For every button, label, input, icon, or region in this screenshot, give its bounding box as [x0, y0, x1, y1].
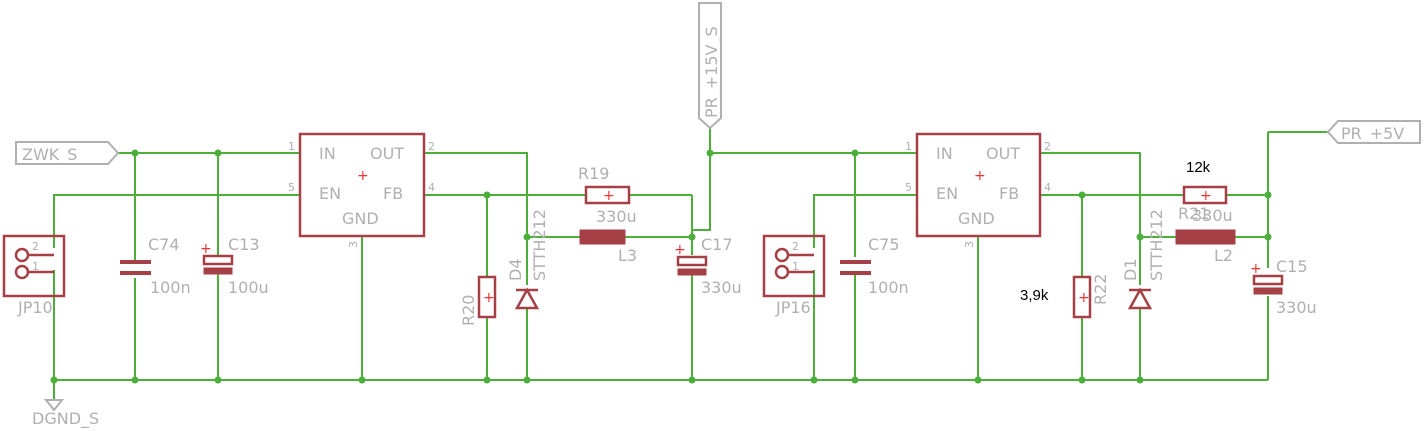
resistor-r20: + R20: [459, 275, 497, 326]
d1-label: D1: [1121, 259, 1140, 282]
reg1-pin-fb: FB: [383, 184, 403, 203]
reg2-pinnum-1: 1: [905, 140, 912, 153]
d4-label: D4: [506, 259, 525, 282]
r20-label: R20: [459, 295, 478, 326]
l3-value: 330u: [596, 207, 637, 226]
connector-jp10: 2 1 JP10: [2, 234, 66, 317]
reg1-pin-in: IN: [319, 144, 336, 163]
resistor-r22: + R22 3,9k: [1020, 274, 1110, 319]
capacitor-c17: + C17 330u: [674, 235, 742, 297]
jp10-pin1: 1: [32, 260, 39, 273]
c75-value: 100n: [868, 278, 909, 297]
capacitor-c75: C75 100n: [840, 235, 909, 297]
inductor-l3: 330u L3: [579, 207, 637, 265]
c17-value: 330u: [701, 278, 742, 297]
c17-plus-icon: +: [674, 242, 686, 258]
c75-label: C75: [868, 235, 900, 254]
reg1-pinnum-3: 3: [347, 241, 360, 248]
r21-note: 12k: [1186, 159, 1211, 176]
port-pr-5v: PR_+5V: [1326, 120, 1421, 144]
l2-value: 330u: [1192, 206, 1233, 225]
c13-value: 100u: [228, 278, 269, 297]
reg2-pin-fb: FB: [999, 184, 1019, 203]
d1-value: STTH212: [1147, 209, 1166, 281]
connector-jp16: 2 1 JP16: [762, 234, 826, 317]
c15-label: C15: [1276, 257, 1308, 276]
capacitor-c15: + C15 330u: [1250, 257, 1317, 317]
regulator-2: + IN OUT EN FB GND 1 2 5 4 3: [905, 132, 1051, 248]
c15-plus-icon: +: [1250, 261, 1262, 277]
r21-label: R21: [1178, 204, 1209, 223]
c13-plus-icon: +: [200, 241, 212, 257]
jp16-label: JP16: [775, 298, 811, 317]
reg2-pin-in: IN: [936, 144, 953, 163]
reg2-pinnum-2: 2: [1044, 140, 1051, 153]
jp16-pin1: 1: [792, 260, 799, 273]
reg1-pinnum-4: 4: [428, 181, 435, 194]
jp16-pin2: 2: [792, 240, 799, 253]
port-zwk-s-label: ZWK_S: [22, 145, 77, 165]
port-pr-15v-s: PR_+15V_S: [698, 2, 722, 130]
l3-label: L3: [618, 246, 637, 265]
r22-origin-icon: +: [1078, 290, 1090, 306]
diode-d4: D4 STTH212: [506, 209, 549, 310]
reg2-pin-en: EN: [936, 184, 958, 203]
reg1-pinnum-1: 1: [288, 140, 295, 153]
c74-value: 100n: [150, 278, 191, 297]
port-zwk-s: ZWK_S: [15, 141, 120, 165]
ground-symbol: DGND_S: [32, 399, 99, 429]
ground-label: DGND_S: [32, 409, 99, 429]
reg2-pinnum-4: 4: [1044, 181, 1051, 194]
jp10-pin2: 2: [32, 240, 39, 253]
r21-origin-icon: +: [1200, 188, 1212, 204]
resistor-r19: + R19: [578, 164, 631, 205]
inductor-l2: 330u L2: [1175, 206, 1236, 265]
reg1-pinnum-5: 5: [288, 181, 295, 194]
capacitor-c74: C74 100n: [120, 235, 191, 297]
r19-origin-icon: +: [603, 188, 615, 204]
diode-d1: D1 STTH212: [1121, 209, 1166, 310]
resistor-r21: + R21 12k: [1178, 159, 1228, 223]
port-pr-5v-label: PR_+5V: [1341, 124, 1404, 144]
r22-note: 3,9k: [1020, 287, 1049, 304]
d4-value: STTH212: [530, 209, 549, 281]
r20-origin-icon: +: [483, 290, 495, 306]
reg1-origin-icon: +: [357, 168, 369, 184]
c74-label: C74: [148, 235, 180, 254]
reg1-pin-gnd: GND: [342, 209, 379, 228]
r22-label: R22: [1091, 274, 1110, 305]
jp10-label: JP10: [17, 298, 53, 317]
regulator-1: + IN OUT EN FB GND 1 2 5 4 3: [288, 132, 435, 248]
l2-label: L2: [1214, 246, 1233, 265]
wires: [53, 128, 1328, 400]
reg2-origin-icon: +: [974, 168, 986, 184]
reg1-pin-en: EN: [319, 184, 341, 203]
c15-value: 330u: [1276, 298, 1317, 317]
reg2-pin-out: OUT: [986, 144, 1020, 163]
reg1-pin-out: OUT: [370, 144, 404, 163]
c13-label: C13: [228, 235, 260, 254]
port-pr-15v-s-label: PR_+15V_S: [702, 26, 722, 118]
reg2-pin-gnd: GND: [958, 209, 995, 228]
capacitor-c13: + C13 100u: [200, 235, 269, 297]
reg1-pinnum-2: 2: [428, 140, 435, 153]
junctions: [50, 149, 1272, 384]
r19-label: R19: [578, 164, 609, 183]
reg2-pinnum-5: 5: [905, 181, 912, 194]
reg2-pinnum-3: 3: [963, 241, 976, 248]
c17-label: C17: [701, 235, 733, 254]
